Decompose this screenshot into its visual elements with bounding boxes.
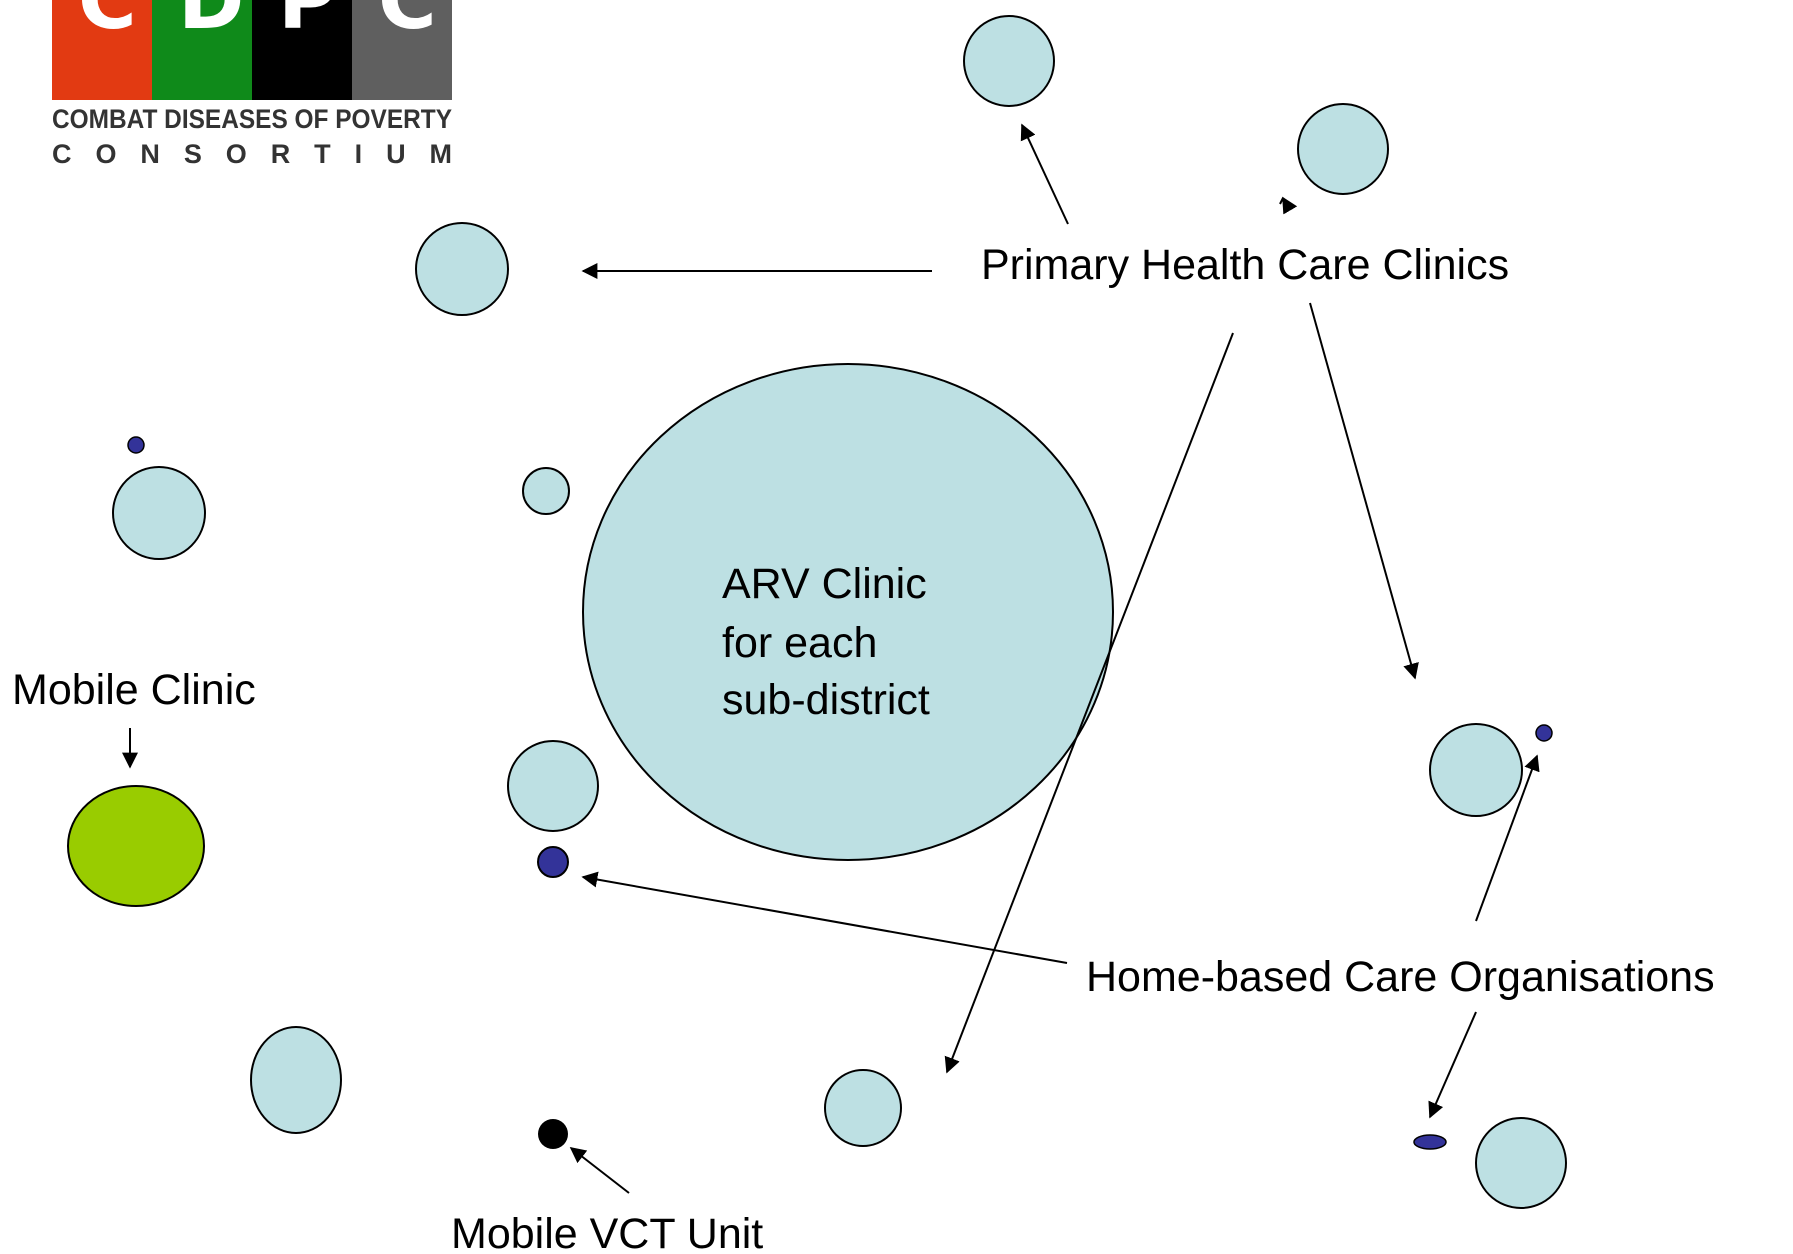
arrows <box>122 123 1540 1194</box>
arrow-phc-6 <box>1309 302 1419 680</box>
label-mobile-clinic: Mobile Clinic <box>12 666 256 714</box>
arrow-hbc-1 <box>581 871 1068 964</box>
arrow-hbc-2 <box>1475 754 1540 922</box>
arrow-vct <box>569 1147 630 1194</box>
logo-block-green <box>152 0 252 100</box>
hbc-dots <box>127 436 1553 1150</box>
clinic-circle <box>507 740 599 832</box>
clinic-circle <box>250 1026 342 1134</box>
logo-block-grey <box>352 0 452 100</box>
label-arv-clinic-line1: ARV Clinic <box>722 560 927 608</box>
label-arv-clinic-line2: for each <box>722 619 877 667</box>
logo-letter-2: D <box>178 0 244 47</box>
clinic-circle <box>1297 103 1389 195</box>
clinic-circle <box>1475 1117 1567 1209</box>
label-primary-health-care-clinics: Primary Health Care Clinics <box>981 241 1509 289</box>
arrow-hbc-3 <box>1428 1011 1477 1119</box>
clinic-circle <box>1429 723 1523 817</box>
hbc-dot <box>127 436 145 454</box>
logo-letter-3: P <box>278 0 337 47</box>
label-arv-clinic-line3: sub-district <box>722 676 930 724</box>
logo-letter-4: C <box>378 0 437 47</box>
clinic-circles <box>112 15 1567 1209</box>
logo-block-red <box>52 0 152 100</box>
hbc-dot <box>537 846 569 878</box>
logo-block-black <box>252 0 352 100</box>
hbc-dot <box>1535 724 1553 742</box>
arrow-phc-3 <box>1282 196 1298 215</box>
label-mobile-vct-unit: Mobile VCT Unit <box>451 1210 763 1254</box>
clinic-circle <box>415 222 509 316</box>
clinic-circle <box>522 467 570 515</box>
mobile-clinic-circle <box>67 785 205 907</box>
clinic-circle <box>963 15 1055 107</box>
arrow-phc-5 <box>944 332 1234 1074</box>
label-home-based-care-organisations: Home-based Care Organisations <box>1086 953 1715 1001</box>
logo-text-line1: COMBAT DISEASES OF POVERTY <box>52 104 452 134</box>
arv-clinic-circle <box>582 363 1114 861</box>
clinic-circle <box>824 1069 902 1147</box>
hbc-dot <box>1413 1134 1447 1150</box>
clinic-circle <box>112 466 206 560</box>
logo-text-line2: C O N S O R T I U M <box>52 139 452 169</box>
vct-unit-dot <box>538 1119 568 1149</box>
logo-letter-1: C <box>78 0 137 47</box>
cdpc-logo: C D P C COMBAT DISEASES OF POVERTY C O N… <box>52 0 452 169</box>
arrow-phc-1 <box>1020 123 1069 225</box>
